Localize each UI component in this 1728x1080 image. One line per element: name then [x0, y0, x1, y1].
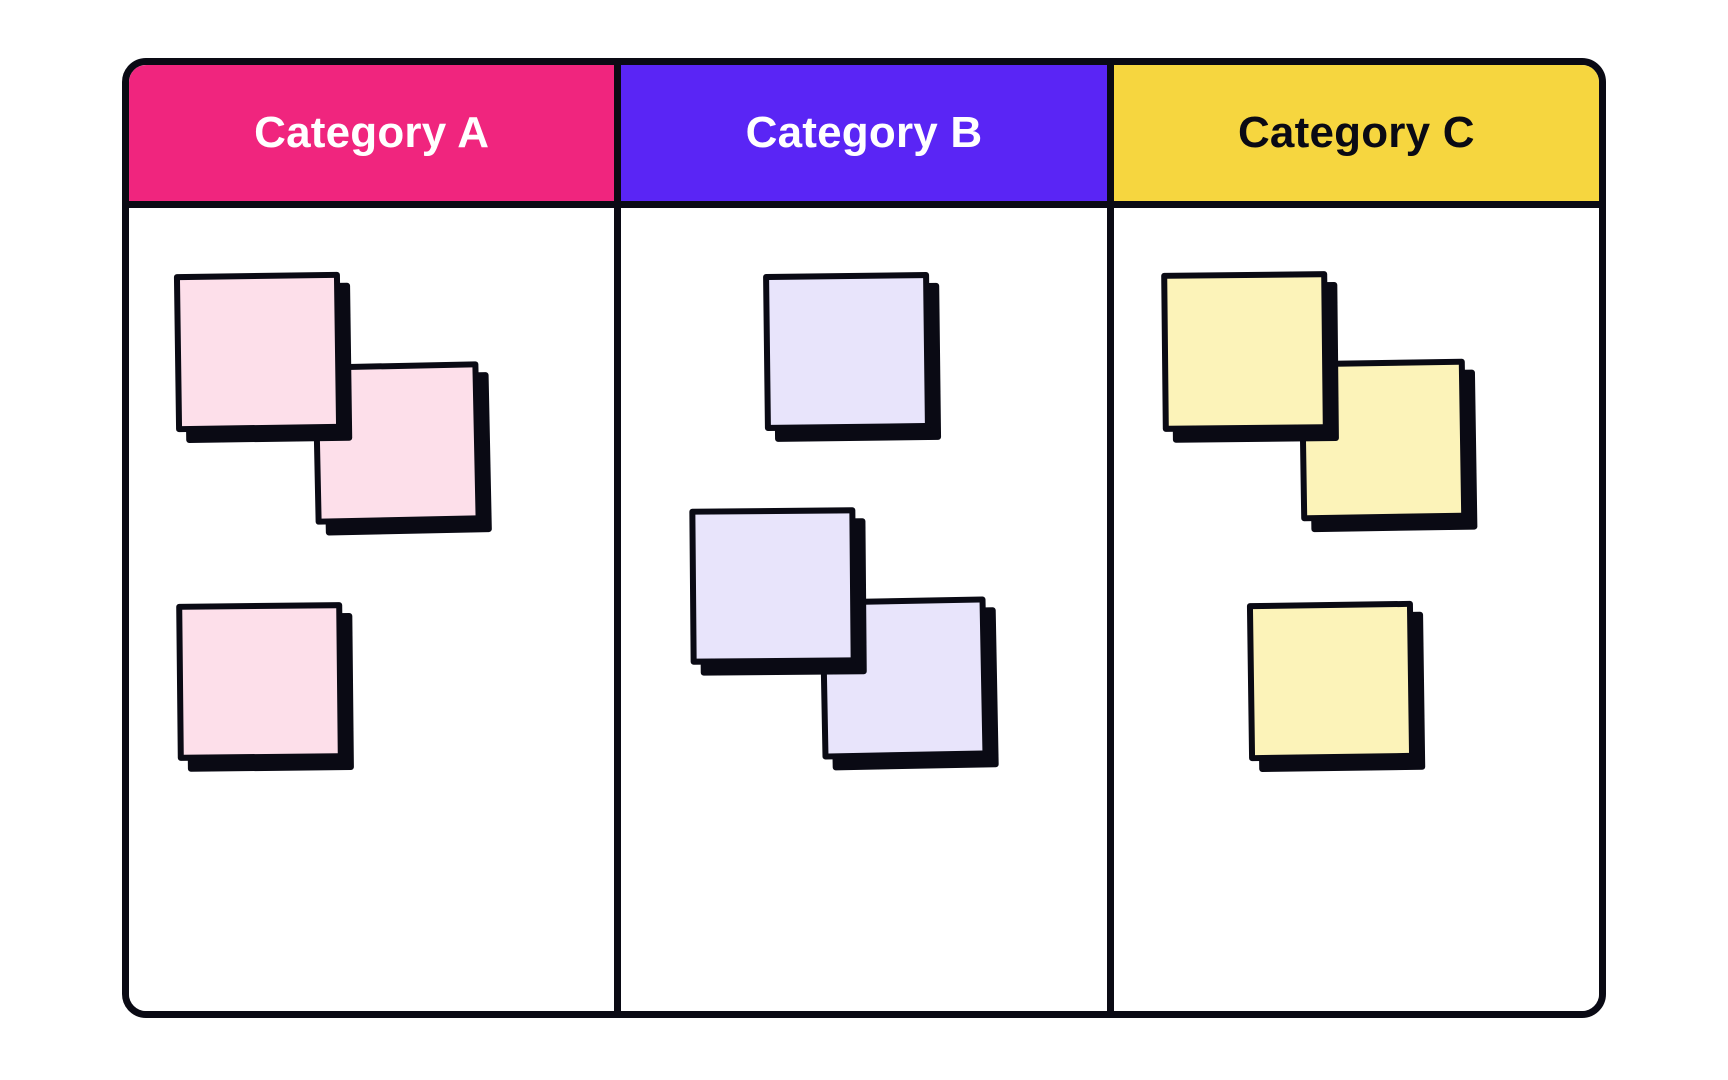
- sticky-card[interactable]: [176, 602, 344, 761]
- column-title-c: Category C: [1237, 108, 1475, 157]
- column-header-a[interactable]: Category A: [129, 65, 615, 208]
- column-title-b: Category B: [745, 108, 983, 157]
- column-title-a: Category A: [254, 108, 490, 157]
- sticky-card[interactable]: [1246, 600, 1415, 762]
- column-header-c[interactable]: Category C: [1113, 65, 1599, 208]
- board-column-a[interactable]: Category A: [129, 65, 615, 1011]
- column-body-a[interactable]: [129, 208, 615, 1011]
- column-body-c[interactable]: [1113, 208, 1599, 1011]
- sticky-card[interactable]: [1160, 271, 1329, 432]
- sticky-card[interactable]: [689, 507, 858, 665]
- board-column-b[interactable]: Category B: [614, 65, 1107, 1011]
- column-body-b[interactable]: [621, 208, 1107, 1011]
- sticky-card[interactable]: [173, 271, 343, 433]
- column-header-b[interactable]: Category B: [621, 65, 1107, 208]
- sticky-card[interactable]: [763, 271, 932, 432]
- category-board: Category A Category B Category C: [122, 58, 1606, 1018]
- board-column-c[interactable]: Category C: [1106, 65, 1599, 1011]
